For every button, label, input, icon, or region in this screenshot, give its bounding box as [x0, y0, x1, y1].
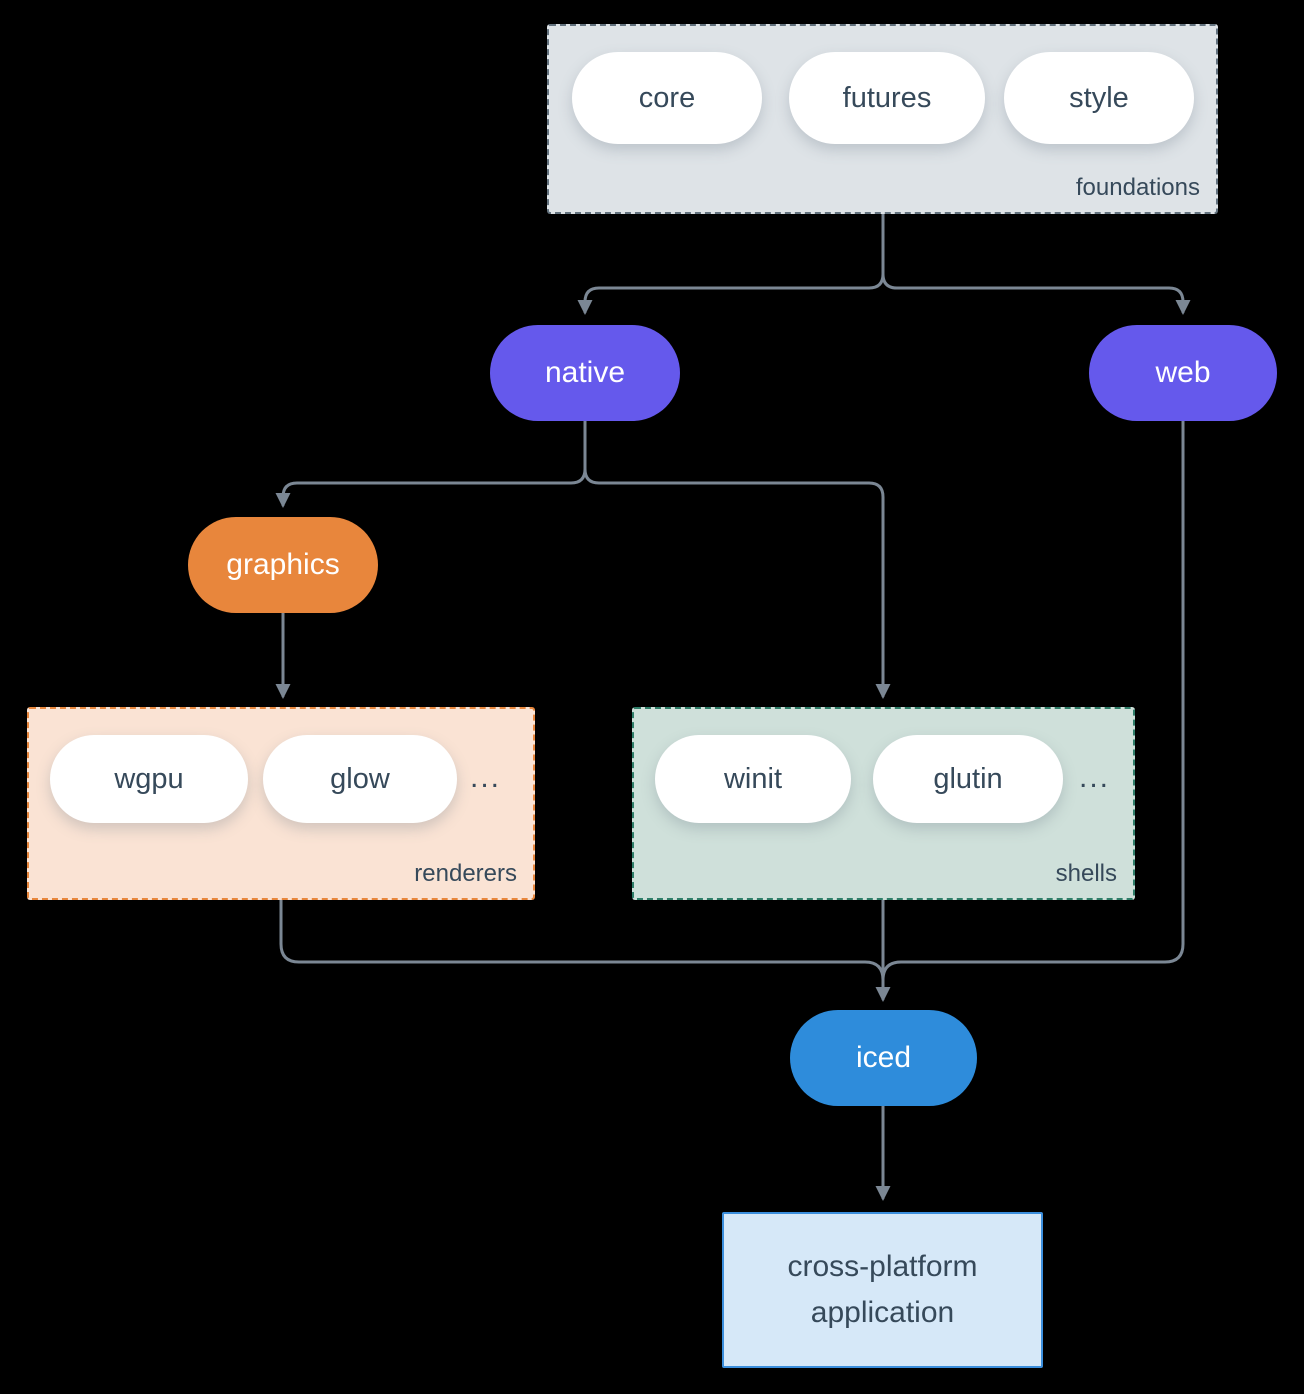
node-futures-label: futures	[842, 81, 932, 114]
node-graphics-label: graphics	[226, 548, 340, 581]
node-glutin-label: glutin	[933, 762, 1003, 795]
foundations-group: core futures style foundations	[547, 24, 1218, 214]
node-glow-label: glow	[330, 762, 390, 795]
node-native: native	[490, 325, 680, 421]
node-iced-label: iced	[855, 1041, 912, 1074]
node-futures: futures	[789, 52, 985, 144]
node-winit: winit	[655, 735, 851, 823]
node-graphics: graphics	[188, 517, 378, 613]
foundations-group-label: foundations	[1075, 174, 1200, 201]
renderers-ellipsis: ...	[470, 761, 502, 794]
node-iced: iced	[790, 1010, 977, 1106]
edge-renderers-to-merge	[279, 898, 885, 982]
node-web-label: web	[1155, 356, 1211, 389]
edge-web-to-merge	[881, 419, 1185, 982]
shells-group-label: shells	[1055, 860, 1117, 887]
edge-native-to-shells	[583, 419, 891, 699]
edge-foundations-to-native	[577, 212, 885, 315]
node-glow: glow	[263, 735, 457, 823]
node-glutin: glutin	[873, 735, 1063, 823]
node-native-label: native	[544, 356, 626, 389]
node-web: web	[1089, 325, 1277, 421]
edge-native-to-graphics	[275, 419, 587, 508]
edge-foundations-to-web	[881, 212, 1191, 315]
cross-platform-application-box: cross-platform application	[722, 1212, 1043, 1368]
node-core-label: core	[638, 81, 696, 114]
node-winit-label: winit	[723, 762, 782, 795]
node-core: core	[572, 52, 762, 144]
node-style-label: style	[1069, 81, 1129, 114]
shells-ellipsis: ...	[1079, 761, 1111, 794]
node-wgpu: wgpu	[50, 735, 248, 823]
renderers-group: wgpu glow ... renderers	[27, 707, 535, 900]
cross-platform-application-label: cross-platform application	[787, 1249, 978, 1330]
renderers-group-label: renderers	[414, 860, 517, 887]
node-wgpu-label: wgpu	[114, 762, 184, 795]
shells-group: winit glutin ... shells	[632, 707, 1135, 900]
node-style: style	[1004, 52, 1194, 144]
